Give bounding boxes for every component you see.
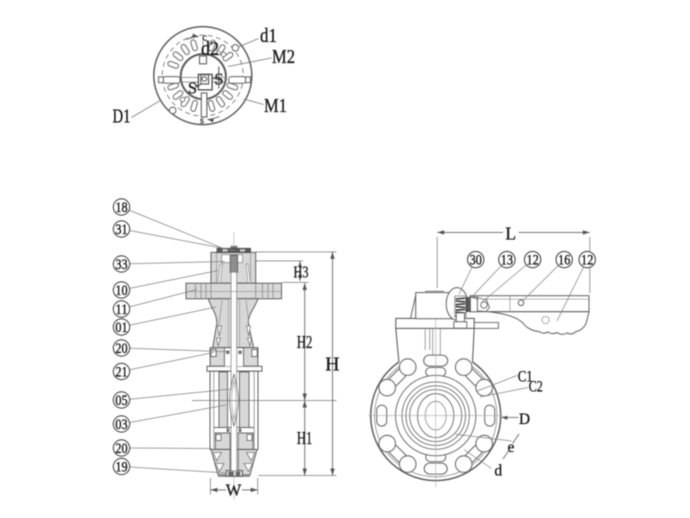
svg-text:33: 33	[115, 256, 127, 273]
svg-text:D1: D1	[113, 106, 131, 128]
svg-text:20: 20	[115, 340, 128, 357]
svg-text:c: c	[202, 33, 207, 44]
svg-text:12: 12	[527, 252, 539, 269]
svg-text:18: 18	[115, 199, 128, 216]
svg-text:19: 19	[115, 459, 127, 476]
svg-text:d2: d2	[201, 38, 219, 60]
svg-text:H3: H3	[294, 263, 309, 282]
svg-text:01: 01	[115, 319, 127, 336]
svg-text:H1: H1	[297, 428, 313, 448]
svg-text:D: D	[519, 411, 530, 428]
svg-text:e: e	[508, 439, 515, 456]
svg-text:s: s	[200, 116, 204, 127]
svg-text:31: 31	[115, 221, 127, 238]
svg-text:H: H	[325, 353, 339, 375]
svg-text:10: 10	[115, 282, 128, 299]
svg-text:11: 11	[115, 301, 127, 318]
svg-text:12: 12	[581, 252, 593, 269]
svg-text:C1: C1	[518, 368, 533, 385]
svg-text:M2: M2	[272, 46, 295, 68]
svg-text:21: 21	[115, 364, 127, 381]
svg-text:16: 16	[558, 252, 571, 269]
svg-text:d: d	[494, 463, 502, 480]
svg-text:20: 20	[115, 440, 128, 457]
svg-text:M1: M1	[264, 95, 287, 117]
svg-text:L: L	[505, 224, 516, 244]
svg-text:30: 30	[470, 252, 483, 269]
svg-text:d1: d1	[260, 25, 277, 47]
svg-text:05: 05	[115, 392, 127, 409]
svg-text:03: 03	[115, 416, 127, 433]
svg-text:C2: C2	[529, 378, 543, 395]
svg-text:H2: H2	[297, 332, 313, 352]
svg-text:W: W	[226, 481, 242, 500]
svg-text:13: 13	[501, 252, 513, 269]
svg-text:S: S	[188, 78, 197, 97]
